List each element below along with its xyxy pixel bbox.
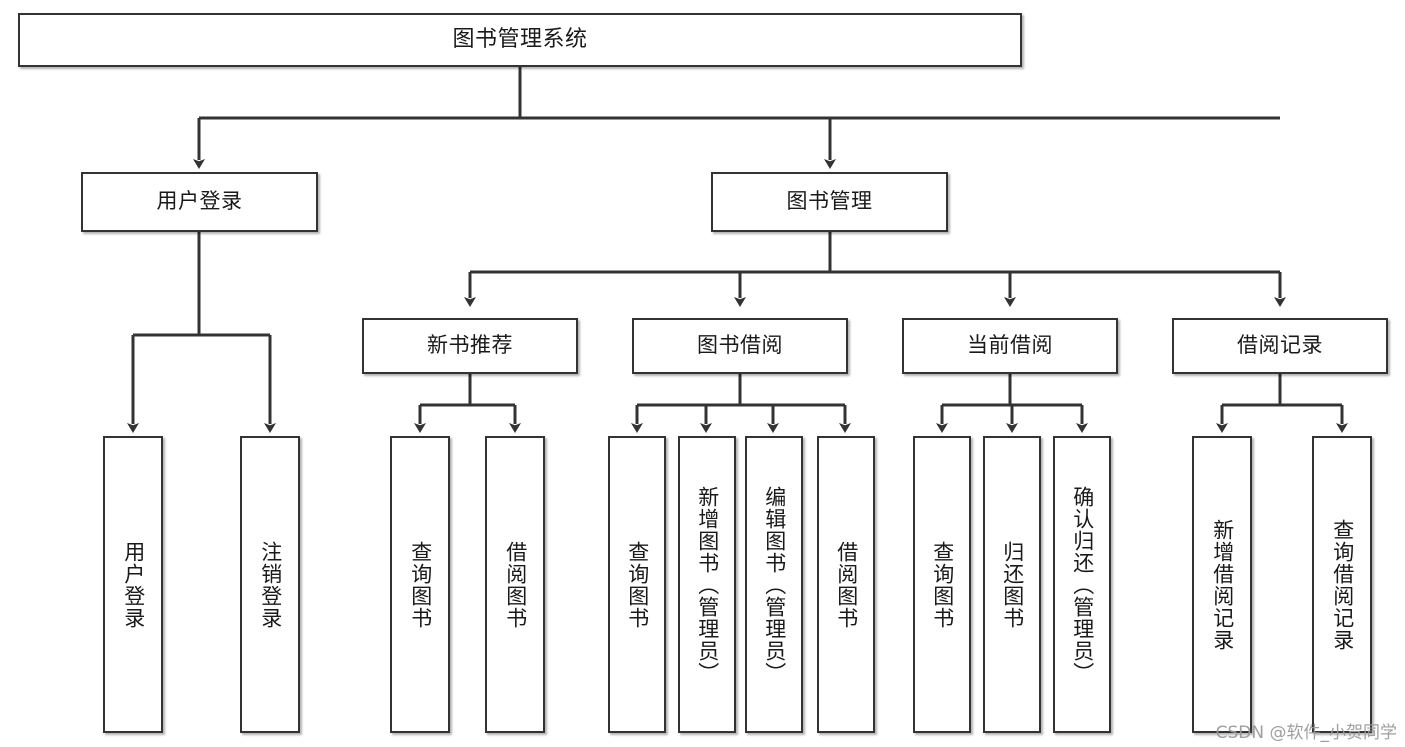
node-leaf-add-book-admin[interactable]: 新增图书（管理员）: [678, 436, 736, 733]
node-label-current-borrow: 当前借阅: [967, 333, 1053, 358]
node-leaf-user-login[interactable]: 用户登录: [103, 436, 163, 733]
node-leaf-logout[interactable]: 注销登录: [240, 436, 300, 733]
node-label-root: 图书管理系统: [452, 26, 588, 52]
node-user-login[interactable]: 用户登录: [81, 172, 318, 232]
node-label-leaf-query-book-current: 查询图书: [930, 540, 955, 629]
node-leaf-borrow-book[interactable]: 借阅图书: [817, 436, 875, 733]
node-label-new-book-recommend: 新书推荐: [427, 333, 513, 358]
watermark-text: CSDN @软件_小贺同学: [1215, 723, 1397, 743]
node-label-leaf-edit-book-admin: 编辑图书（管理员）: [762, 485, 787, 684]
node-label-book-borrow: 图书借阅: [697, 333, 783, 358]
node-label-book-management: 图书管理: [786, 189, 873, 214]
node-leaf-borrow-book-recommend[interactable]: 借阅图书: [485, 436, 545, 733]
node-label-leaf-confirm-return-admin: 确认归还（管理员）: [1070, 485, 1095, 684]
node-book-borrow[interactable]: 图书借阅: [632, 318, 848, 374]
node-leaf-query-borrow-record[interactable]: 查询借阅记录: [1312, 436, 1372, 733]
node-label-leaf-user-login: 用户登录: [121, 540, 146, 629]
node-leaf-edit-book-admin[interactable]: 编辑图书（管理员）: [745, 436, 803, 733]
node-new-book-recommend[interactable]: 新书推荐: [362, 318, 578, 374]
node-label-leaf-query-book-borrow: 查询图书: [625, 540, 650, 629]
node-label-leaf-query-borrow-record: 查询借阅记录: [1330, 518, 1355, 651]
node-leaf-add-borrow-record[interactable]: 新增借阅记录: [1192, 436, 1252, 733]
node-leaf-query-book-current[interactable]: 查询图书: [913, 436, 971, 733]
node-label-user-login: 用户登录: [156, 189, 243, 214]
node-book-management[interactable]: 图书管理: [711, 172, 948, 232]
node-label-leaf-add-book-admin: 新增图书（管理员）: [695, 485, 720, 684]
node-current-borrow[interactable]: 当前借阅: [902, 318, 1118, 374]
node-root-system[interactable]: 图书管理系统: [18, 13, 1022, 67]
node-label-leaf-logout: 注销登录: [258, 540, 283, 629]
node-label-borrow-record: 借阅记录: [1237, 333, 1323, 358]
node-borrow-record[interactable]: 借阅记录: [1172, 318, 1388, 374]
node-label-leaf-query-book-recommend: 查询图书: [408, 540, 433, 629]
node-label-leaf-add-borrow-record: 新增借阅记录: [1210, 518, 1235, 651]
node-label-leaf-return-book: 归还图书: [1000, 540, 1025, 629]
node-leaf-query-book-borrow[interactable]: 查询图书: [608, 436, 666, 733]
node-label-leaf-borrow-book-recommend: 借阅图书: [503, 540, 528, 629]
node-label-leaf-borrow-book: 借阅图书: [834, 540, 859, 629]
node-leaf-confirm-return-admin[interactable]: 确认归还（管理员）: [1053, 436, 1111, 733]
node-leaf-return-book[interactable]: 归还图书: [983, 436, 1041, 733]
node-leaf-query-book-recommend[interactable]: 查询图书: [390, 436, 450, 733]
